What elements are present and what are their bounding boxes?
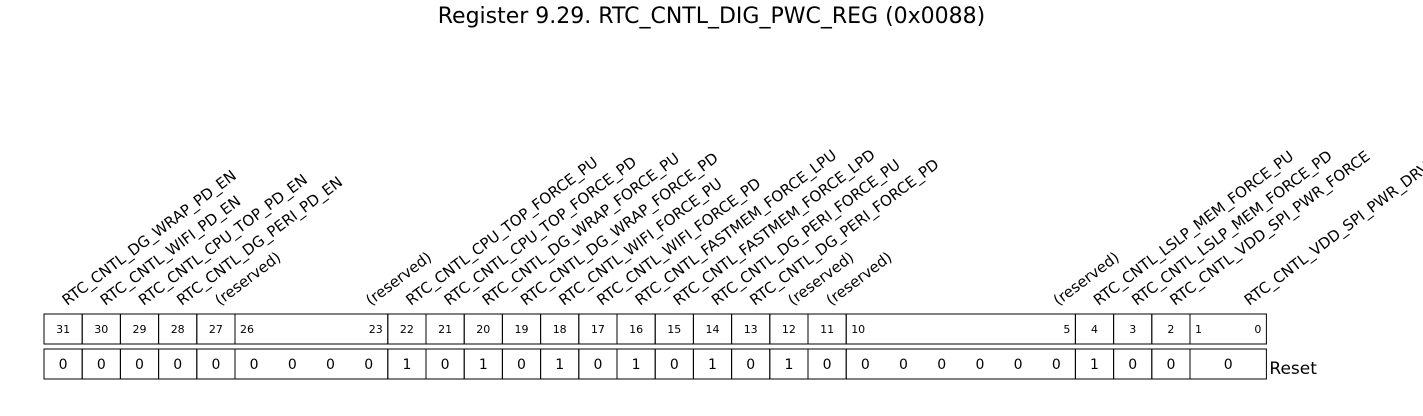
reset-value: 1	[784, 357, 793, 373]
register-title: Register 9.29. RTC_CNTL_DIG_PWC_REG (0x0…	[437, 4, 986, 29]
reset-value: 0	[250, 357, 259, 373]
reset-value: 0	[746, 357, 755, 373]
bit-number: 29	[133, 323, 147, 336]
reset-value-cell	[845, 348, 1076, 380]
bit-number: 2	[1167, 323, 1174, 336]
reset-value: 0	[899, 357, 908, 373]
bit-number: 18	[553, 323, 567, 336]
bit-number-cell	[845, 313, 1076, 345]
reset-value: 0	[1224, 357, 1233, 373]
bit-number-cell	[1189, 313, 1267, 345]
field-name: RTC_CNTL_LSLP_MEM_FORCE_PD	[1128, 147, 1336, 310]
reset-value: 1	[479, 357, 488, 373]
reset-value: 0	[670, 357, 679, 373]
reset-value: 1	[632, 357, 641, 373]
bit-number: 31	[56, 323, 70, 336]
reset-value: 0	[135, 357, 144, 373]
reset-value: 0	[364, 357, 373, 373]
bit-number: 4	[1091, 323, 1098, 336]
reset-value: 1	[402, 357, 411, 373]
reset-value: 0	[975, 357, 984, 373]
bit-number: 19	[515, 323, 529, 336]
bit-number-high: 10	[851, 323, 865, 336]
bit-number: 21	[438, 323, 452, 336]
reset-value: 0	[1128, 357, 1137, 373]
reset-value: 1	[555, 357, 564, 373]
reset-value: 0	[517, 357, 526, 373]
bit-number-cell	[234, 313, 389, 345]
bit-number-low: 5	[1063, 323, 1070, 336]
bit-number-low: 0	[1254, 323, 1261, 336]
reset-value: 0	[97, 357, 106, 373]
bit-number: 16	[629, 323, 643, 336]
bit-number: 17	[591, 323, 605, 336]
reset-value-cell	[1189, 348, 1267, 380]
bit-number: 14	[706, 323, 720, 336]
reset-label: Reset	[1269, 359, 1317, 379]
bit-number: 28	[171, 323, 185, 336]
bit-number: 27	[209, 323, 223, 336]
reset-value: 0	[288, 357, 297, 373]
reset-value: 1	[1090, 357, 1099, 373]
bit-number-high: 1	[1195, 323, 1202, 336]
reset-value: 0	[326, 357, 335, 373]
reset-value: 0	[861, 357, 870, 373]
reset-value: 0	[823, 357, 832, 373]
reset-value: 0	[1052, 357, 1061, 373]
reset-value: 0	[1166, 357, 1175, 373]
bit-number: 11	[820, 323, 834, 336]
bit-number: 13	[744, 323, 758, 336]
reset-value: 0	[593, 357, 602, 373]
bit-number: 20	[476, 323, 490, 336]
reset-value: 1	[708, 357, 717, 373]
reset-value: 0	[211, 357, 220, 373]
reset-value: 0	[59, 357, 68, 373]
bit-number: 12	[782, 323, 796, 336]
bit-number: 22	[400, 323, 414, 336]
reset-value: 0	[441, 357, 450, 373]
bit-number-high: 26	[240, 323, 254, 336]
reset-value: 0	[1014, 357, 1023, 373]
bit-number: 15	[667, 323, 681, 336]
reset-value: 0	[173, 357, 182, 373]
reset-value: 0	[937, 357, 946, 373]
bit-number: 30	[94, 323, 108, 336]
bit-number-low: 23	[369, 323, 383, 336]
bit-number: 3	[1129, 323, 1136, 336]
